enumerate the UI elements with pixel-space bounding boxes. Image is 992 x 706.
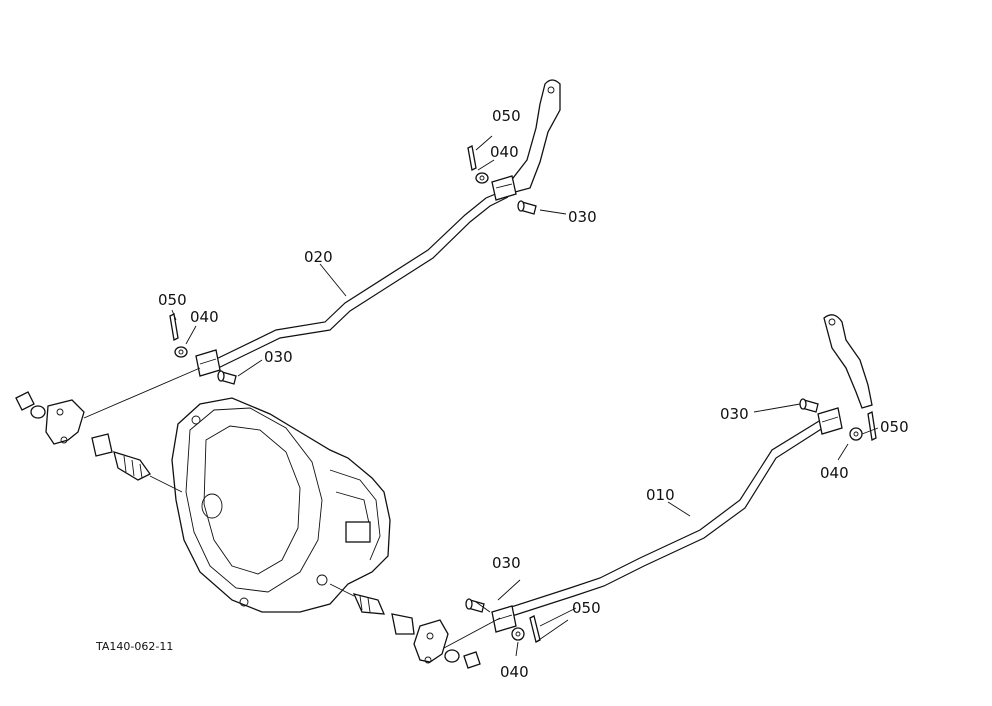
callout-right-040: 040 xyxy=(820,464,849,482)
upper-clevis xyxy=(491,175,517,201)
callout-right-030: 030 xyxy=(720,405,749,423)
left-shaft-assembly xyxy=(15,391,151,481)
lower-split-pin-050 xyxy=(529,615,541,643)
callout-upper-050: 050 xyxy=(492,107,521,125)
figure-code: TA140-062-11 xyxy=(95,640,173,653)
left-washer-040 xyxy=(174,346,188,358)
upper-pedal-arm xyxy=(509,79,561,193)
lower-clevis xyxy=(491,605,517,633)
left-clevis xyxy=(195,349,221,377)
callout-right-050: 050 xyxy=(880,418,909,436)
right-clevis xyxy=(817,407,843,435)
connection-lines xyxy=(83,135,879,657)
left-split-pin-050 xyxy=(169,313,179,341)
upper-split-pin-050 xyxy=(467,145,477,171)
right-split-pin-050 xyxy=(867,411,877,441)
callout-rod-010: 010 xyxy=(646,486,675,504)
callout-left-040: 040 xyxy=(190,308,219,326)
right-pedal-arm xyxy=(823,314,873,409)
left-clevis-pin-030 xyxy=(217,370,237,385)
lower-washer-040 xyxy=(511,627,525,641)
callout-rod-020: 020 xyxy=(304,248,333,266)
callout-upper-040: 040 xyxy=(490,143,519,161)
lower-clevis-pin-030 xyxy=(465,598,485,613)
callout-lower-050: 050 xyxy=(572,599,601,617)
rod-010 xyxy=(507,417,827,617)
lower-shaft-assembly xyxy=(352,593,481,669)
callout-left-050: 050 xyxy=(158,291,187,309)
right-washer-040 xyxy=(849,427,863,441)
callout-lower-030: 030 xyxy=(492,554,521,572)
callout-left-030: 030 xyxy=(264,348,293,366)
upper-washer-040 xyxy=(475,172,489,184)
clutch-housing xyxy=(171,397,391,613)
upper-clevis-pin-030 xyxy=(517,200,537,215)
callout-lower-040: 040 xyxy=(500,663,529,681)
right-clevis-pin-030 xyxy=(799,398,819,413)
callout-upper-030: 030 xyxy=(568,208,597,226)
rod-020 xyxy=(209,189,509,371)
